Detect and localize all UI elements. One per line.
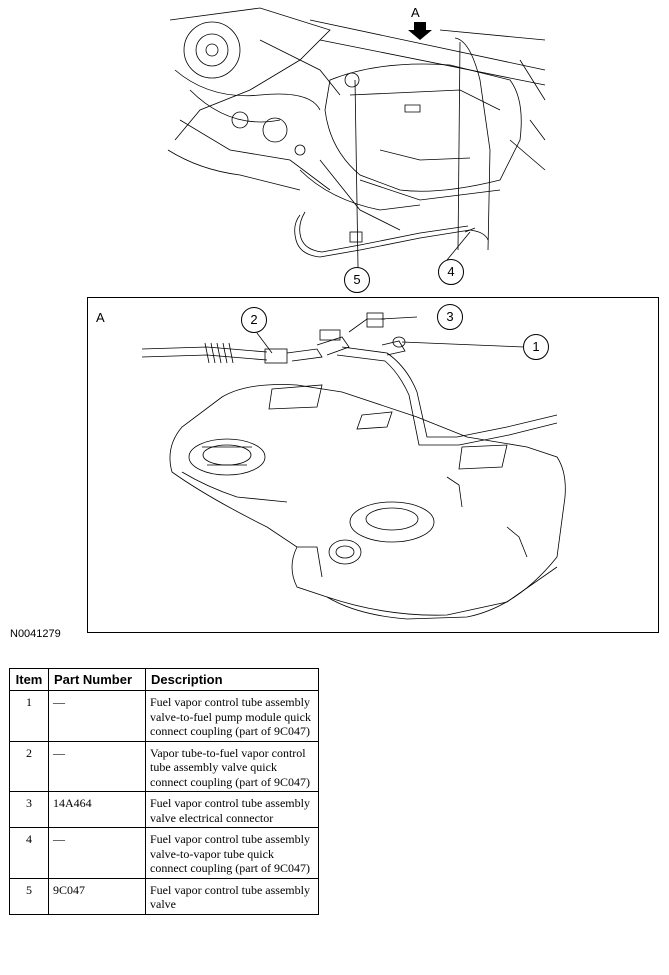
part-number-cell: — (48, 690, 146, 742)
part-number-cell: 14A464 (48, 791, 146, 828)
table-row: 5 9C047 Fuel vapor control tube assembly… (9, 877, 319, 915)
table-row: 3 14A464 Fuel vapor control tube assembl… (9, 791, 319, 828)
header-description: Description (145, 668, 319, 691)
table-header-row: Item Part Number Description (9, 668, 319, 691)
callout-1: 1 (523, 334, 549, 360)
description-cell: Vapor tube-to-fuel vapor control tube as… (145, 740, 319, 792)
detail-view-label: A (96, 310, 105, 325)
item-cell: 4 (9, 827, 49, 879)
table-row: 2 — Vapor tube-to-fuel vapor control tub… (9, 740, 319, 792)
callout-4: 4 (438, 259, 464, 285)
description-cell: Fuel vapor control tube assembly valve (145, 877, 319, 915)
callout-2: 2 (241, 307, 267, 333)
table-row: 4 — Fuel vapor control tube assembly val… (9, 827, 319, 879)
table-row: 1 — Fuel vapor control tube assembly val… (9, 690, 319, 742)
part-number-cell: — (48, 827, 146, 879)
figure-code: N0041279 (10, 628, 61, 640)
parts-table: Item Part Number Description 1 — Fuel va… (9, 668, 319, 915)
fuel-tank-detail-illustration (141, 312, 566, 620)
view-label-a: A (411, 5, 420, 20)
part-number-cell: 9C047 (48, 877, 146, 915)
vehicle-underbody-illustration (167, 7, 546, 268)
description-cell: Fuel vapor control tube assembly valve-t… (145, 690, 319, 742)
part-number-cell: — (48, 740, 146, 792)
header-part-number: Part Number (48, 668, 146, 691)
detail-view-frame (87, 297, 659, 633)
description-cell: Fuel vapor control tube assembly valve e… (145, 791, 319, 828)
item-cell: 3 (9, 791, 49, 828)
item-cell: 2 (9, 740, 49, 792)
item-cell: 5 (9, 877, 49, 915)
description-cell: Fuel vapor control tube assembly valve-t… (145, 827, 319, 879)
callout-3: 3 (437, 304, 463, 330)
header-item: Item (9, 668, 49, 691)
item-cell: 1 (9, 690, 49, 742)
callout-5: 5 (344, 267, 370, 293)
